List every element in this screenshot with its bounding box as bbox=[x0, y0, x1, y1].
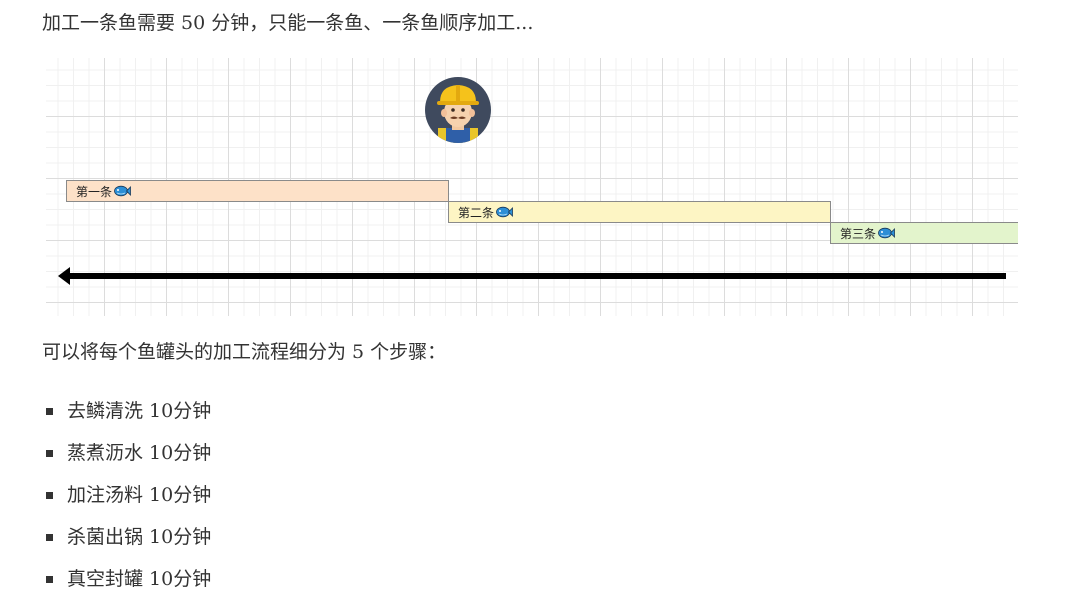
fish-bar-2: 第二条 bbox=[448, 201, 831, 223]
left-arrow-icon bbox=[58, 267, 1006, 285]
fish-bar-1: 第一条 bbox=[66, 180, 449, 202]
bullet-icon bbox=[46, 491, 53, 499]
intro-paragraph: 加工一条鱼需要 50 分钟，只能一条鱼、一条鱼顺序加工... bbox=[42, 12, 534, 34]
step-text: 加注汤料 10分钟 bbox=[67, 484, 212, 506]
step-text: 杀菌出锅 10分钟 bbox=[67, 526, 212, 548]
fish-bar-3: 第三条 bbox=[830, 222, 1018, 244]
list-item: 杀菌出锅 10分钟 bbox=[46, 516, 211, 558]
bar-2-label: 第二条 bbox=[458, 205, 495, 220]
sequential-processing-diagram: 第一条 第二条 第三条 bbox=[46, 58, 1018, 316]
step-text: 真空封罐 10分钟 bbox=[67, 568, 212, 590]
bar-3-label: 第三条 bbox=[840, 226, 877, 241]
step-text: 蒸煮沥水 10分钟 bbox=[67, 442, 212, 464]
bar-1-label: 第一条 bbox=[76, 184, 113, 199]
worker-avatar-icon bbox=[425, 77, 491, 143]
bullet-icon bbox=[46, 533, 53, 541]
list-item: 蒸煮沥水 10分钟 bbox=[46, 432, 211, 474]
list-item: 去鳞清洗 10分钟 bbox=[46, 390, 211, 432]
bullet-icon bbox=[46, 407, 53, 415]
steps-list: 去鳞清洗 10分钟 蒸煮沥水 10分钟 加注汤料 10分钟 杀菌出锅 10分钟 … bbox=[46, 390, 211, 596]
list-item: 真空封罐 10分钟 bbox=[46, 558, 211, 596]
steps-intro-paragraph: 可以将每个鱼罐头的加工流程细分为 5 个步骤： bbox=[42, 341, 447, 363]
step-text: 去鳞清洗 10分钟 bbox=[67, 400, 212, 422]
bullet-icon bbox=[46, 449, 53, 457]
fish-icon bbox=[496, 206, 513, 218]
bullet-icon bbox=[46, 575, 53, 583]
list-item: 加注汤料 10分钟 bbox=[46, 474, 211, 516]
fish-icon bbox=[114, 185, 131, 197]
fish-icon bbox=[878, 227, 895, 239]
